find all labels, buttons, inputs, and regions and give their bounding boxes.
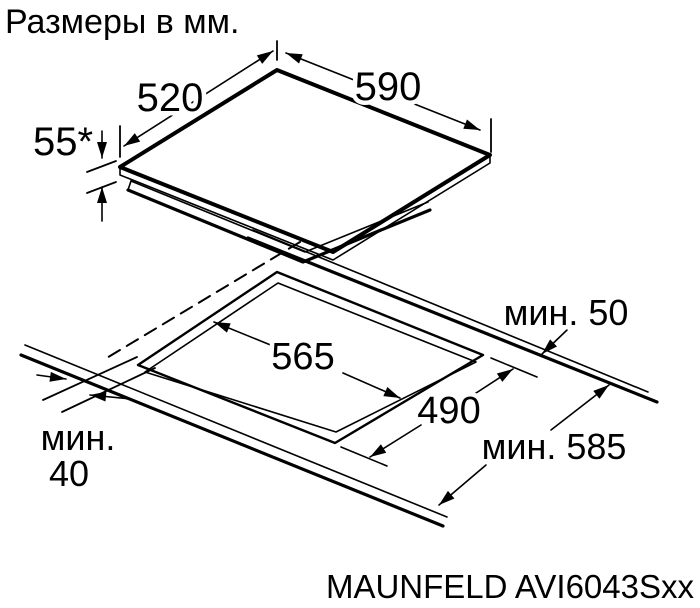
alignment-dashed-line: [104, 241, 301, 360]
brand-model-label: MAUNFELD AVI6043Sxx: [326, 568, 695, 605]
label-min-585: мин. 585: [482, 426, 627, 467]
dim-line-490-lower: [369, 424, 422, 458]
worktop-front-edge-bottom-line: [19, 353, 445, 528]
label-min-40-value: 40: [49, 453, 89, 494]
worktop-left-end-line-1: [42, 356, 138, 401]
cutout-outer-edge: [136, 270, 485, 445]
dim-arrow-min585-back: [550, 384, 610, 431]
dim-arrow-min40-right: [89, 391, 132, 402]
dim-label-height-55: 55*: [33, 120, 93, 164]
dim-line-565-right: [342, 372, 401, 399]
cooktop-body-bottom-edge: [126, 188, 432, 264]
page-title: Размеры в мм.: [5, 3, 239, 41]
dim-line-565-left: [213, 321, 274, 347]
cutout-inner-edge: [144, 282, 477, 433]
worktop-back-edge-bottom-line: [246, 236, 659, 404]
cooktop-body-top-edge: [130, 180, 429, 253]
dim-label-cutout-565: 565: [271, 336, 334, 378]
worktop-front-edge-top-line: [24, 344, 448, 518]
dim-arrow-min40-left: [36, 371, 67, 382]
label-min-40-word: мин.: [41, 417, 116, 458]
worktop-drawing: [19, 229, 659, 528]
cutout-extension-back-right: [490, 357, 538, 378]
cooktop-glass-edge: [119, 154, 491, 261]
dim-label-cutout-490: 490: [417, 390, 480, 432]
worktop-left-end-line-2: [61, 367, 156, 413]
dim-label-depth-520: 520: [137, 76, 204, 120]
dim-label-width-590: 590: [355, 65, 422, 109]
dim-line-590: [285, 52, 481, 131]
cutout-extension-front-right: [340, 446, 388, 467]
dim-line-520: [123, 50, 274, 147]
dim-arrow-min50: [541, 329, 568, 355]
tick-height-top: [86, 160, 117, 173]
cooktop-body-left-corner: [127, 180, 132, 191]
dim-arrow-min585-front: [438, 464, 487, 506]
dim-line-490-upper: [472, 368, 514, 396]
dimension-lines: [36, 40, 610, 506]
label-min-50: мин. 50: [504, 292, 629, 333]
